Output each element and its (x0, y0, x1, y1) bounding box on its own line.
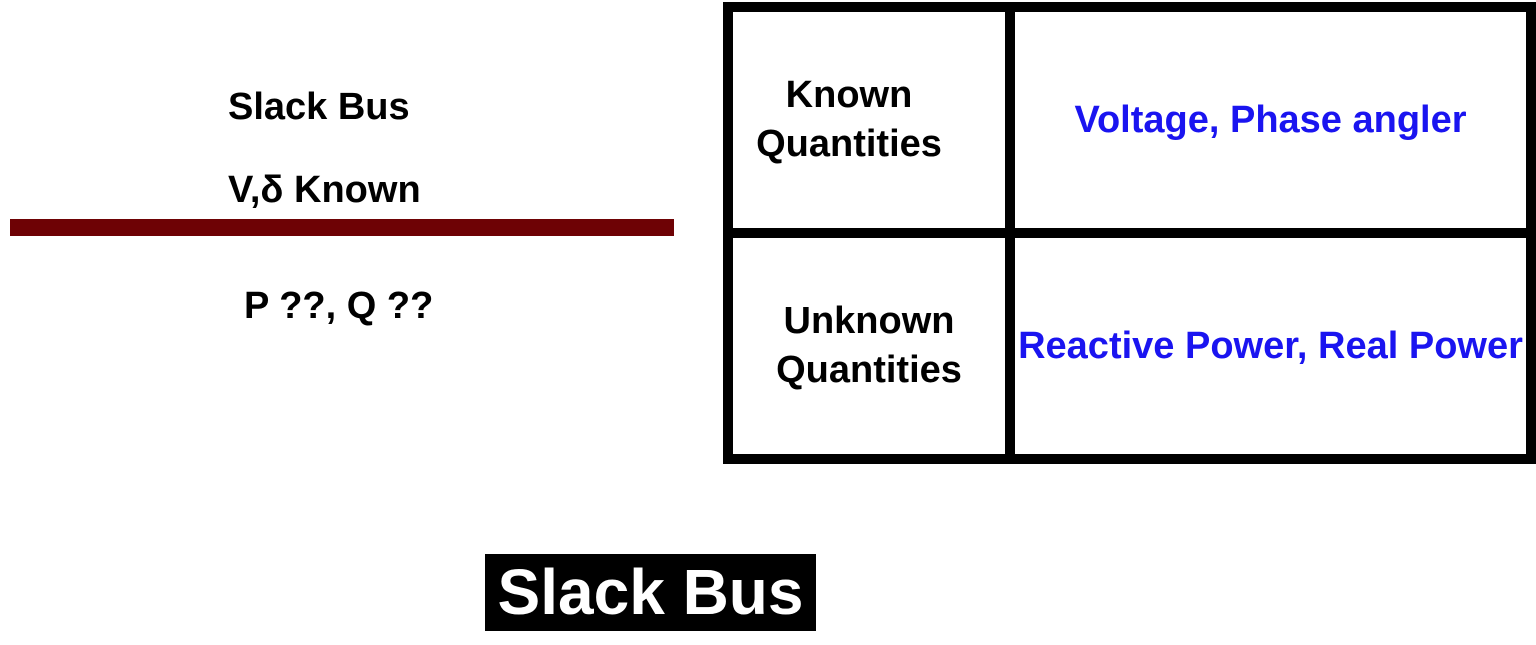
quantities-table: Known Quantities Voltage, Phase angler U… (723, 2, 1536, 464)
caption-slack-bus: Slack Bus (485, 554, 816, 631)
unknown-quantities-heading: Unknown Quantities (723, 228, 1015, 464)
unknown-quantities-value: Reactive Power, Real Power (1005, 228, 1536, 464)
known-quantities-heading: Known Quantities (723, 2, 1015, 238)
bus-unknown-label: P ??, Q ?? (244, 285, 434, 327)
bus-bar (10, 219, 674, 236)
bus-known-label: V,δ Known (228, 169, 421, 211)
table-row-unknown: Unknown Quantities Reactive Power, Real … (723, 228, 1536, 464)
table-row-known: Known Quantities Voltage, Phase angler (723, 2, 1536, 238)
known-quantities-value: Voltage, Phase angler (1005, 2, 1536, 238)
bus-name-label: Slack Bus (228, 86, 410, 128)
